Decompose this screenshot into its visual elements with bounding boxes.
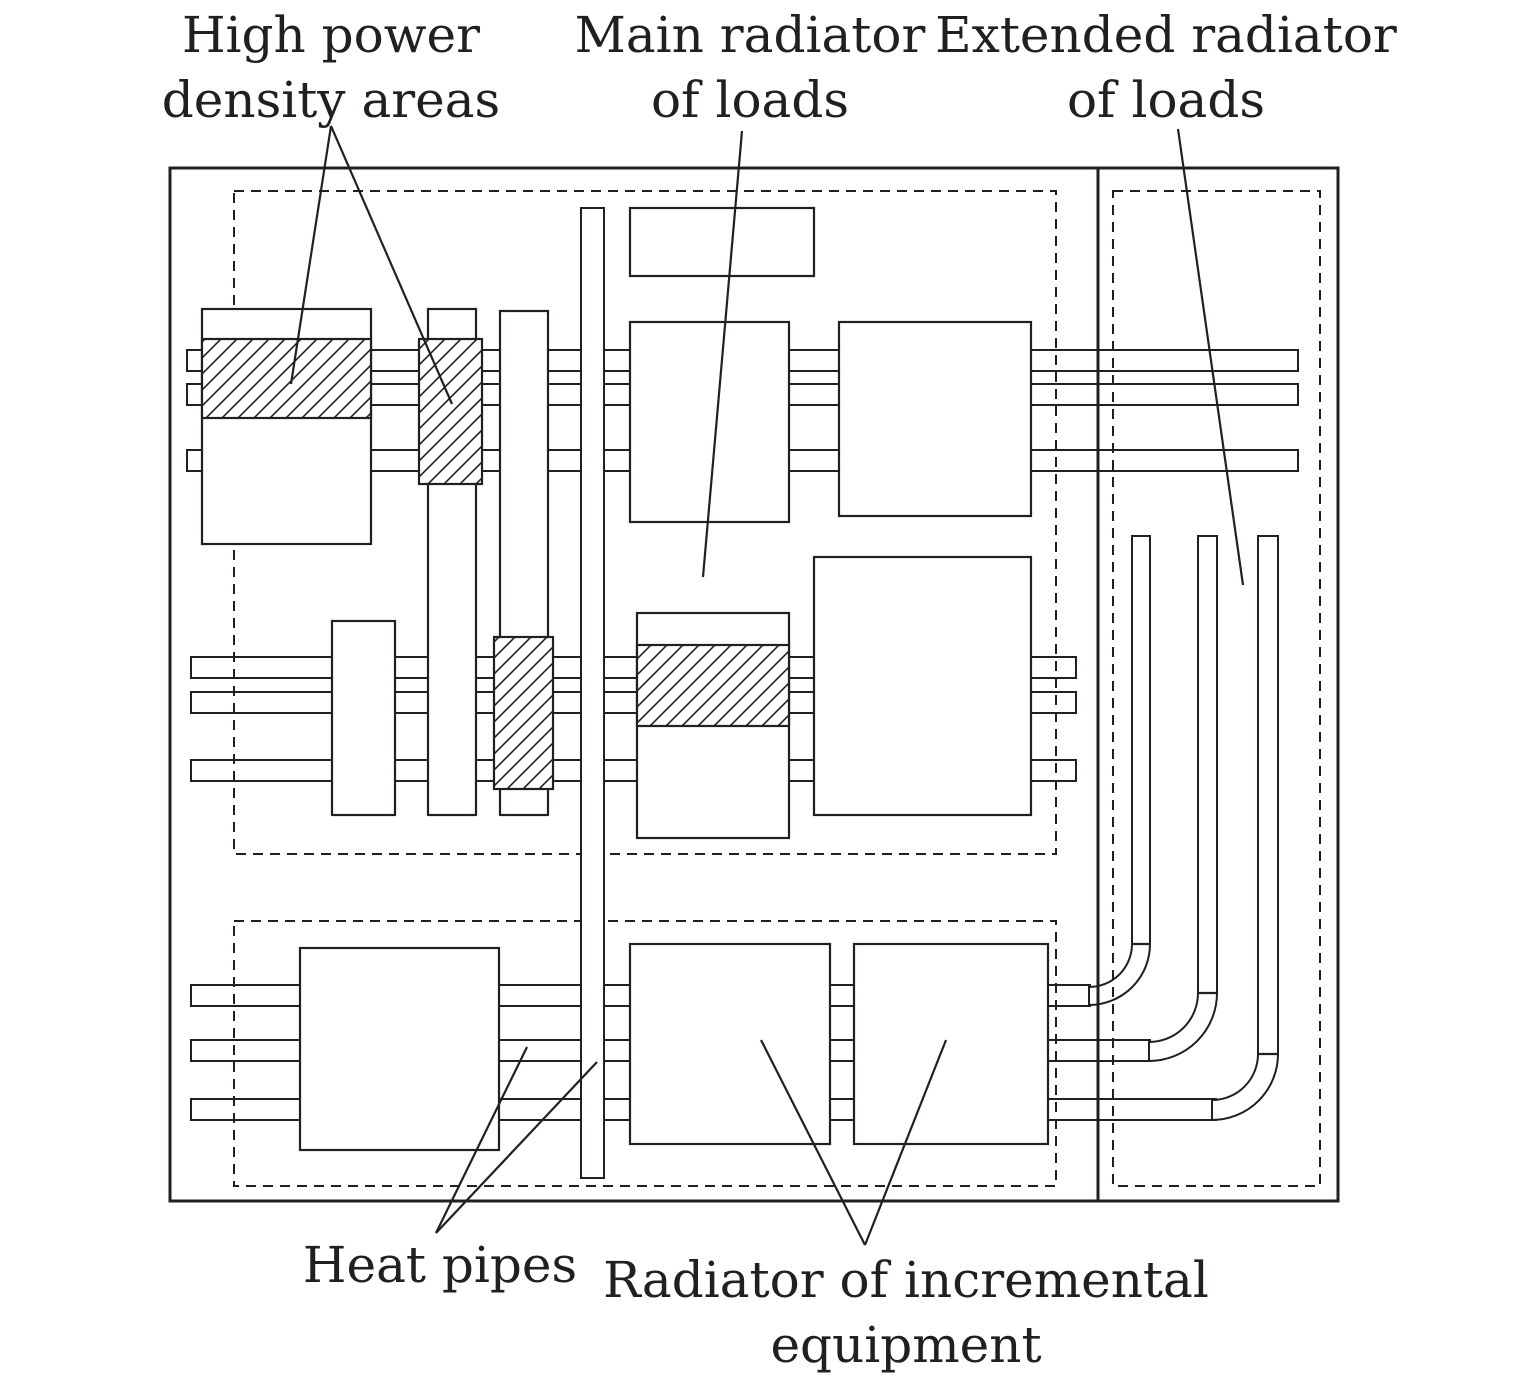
label-incremental-line1: Radiator of incremental <box>603 1251 1209 1309</box>
bent-heat-pipe <box>1211 535 1279 1122</box>
component-box <box>298 946 501 1152</box>
component-box <box>837 320 1033 518</box>
high-power-density-area <box>417 337 484 486</box>
high-power-density-area <box>200 337 373 420</box>
bent-heat-pipe <box>1148 535 1218 1063</box>
label-heat-pipes: Heat pipes <box>303 1236 577 1294</box>
extended-radiator-panel <box>1096 166 1340 1203</box>
labels: High power density areas Main radiator o… <box>162 6 1397 1374</box>
label-high-power-line1: High power <box>182 6 480 64</box>
label-high-power-line2: density areas <box>162 71 500 129</box>
label-extended-radiator-line1: Extended radiator <box>935 6 1397 64</box>
component-box <box>812 555 1033 817</box>
component-boxes <box>200 206 1050 1152</box>
component-box <box>628 320 791 524</box>
label-incremental-line2: equipment <box>770 1316 1041 1374</box>
component-box <box>628 206 816 278</box>
component-box <box>628 942 832 1146</box>
label-extended-radiator-line2: of loads <box>1067 71 1265 129</box>
high-power-density-area <box>635 643 791 728</box>
vertical-heat-pipe <box>580 207 605 1179</box>
bent-heat-pipe <box>1088 535 1151 1007</box>
high-power-density-area <box>492 635 555 791</box>
extended-radiator-region <box>1112 190 1321 1187</box>
label-main-radiator-line1: Main radiator <box>575 6 926 64</box>
label-main-radiator-line2: of loads <box>651 71 849 129</box>
component-box <box>852 942 1050 1146</box>
component-box <box>330 619 397 817</box>
bent-heat-pipes <box>1088 535 1279 1122</box>
incremental-radiator-region <box>233 920 1057 1187</box>
leader-lines <box>289 125 1245 1246</box>
